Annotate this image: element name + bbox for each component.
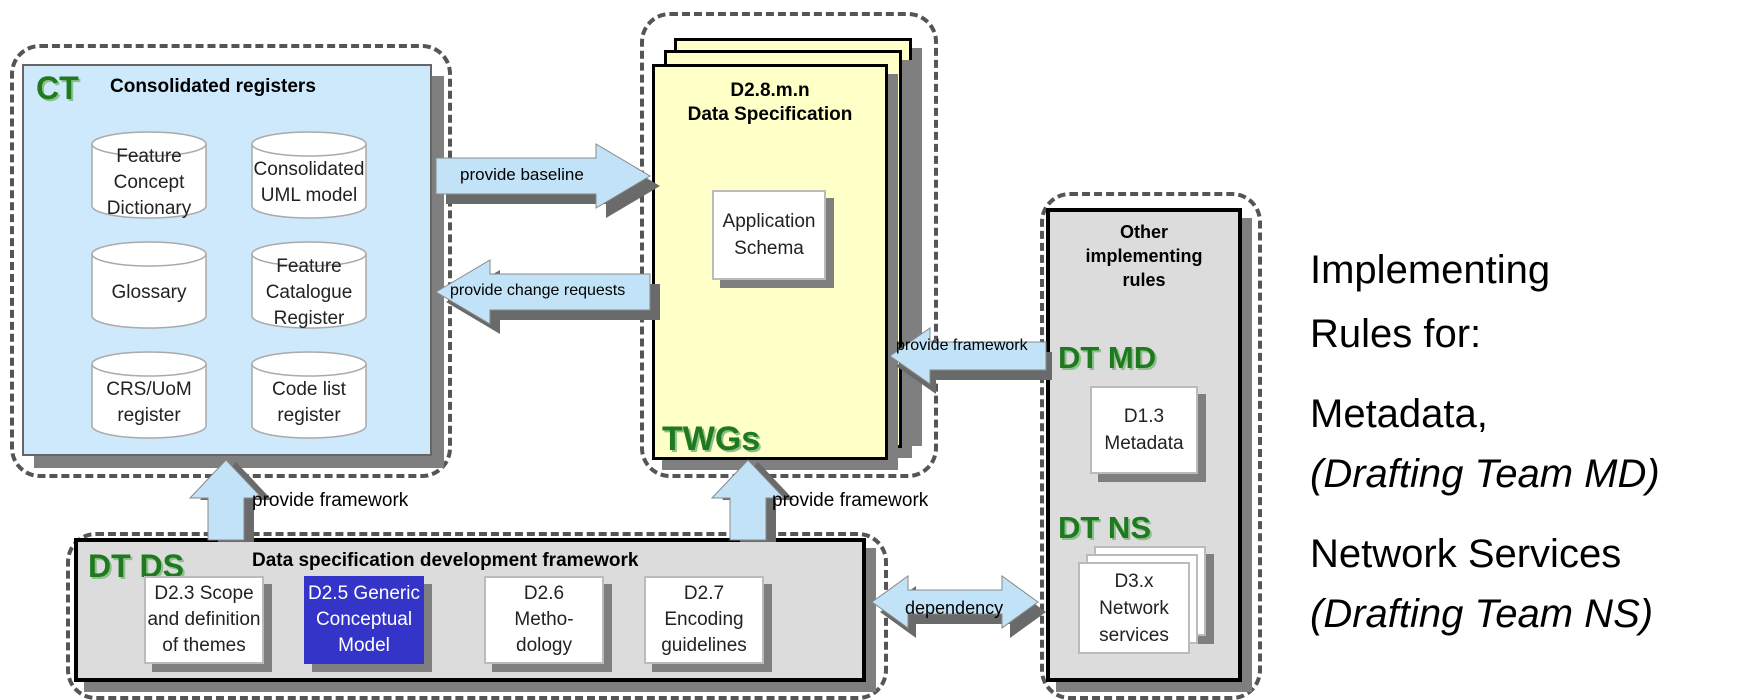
framework-doc-line: and definition <box>147 609 261 630</box>
dependency-label: dependency <box>905 598 1004 618</box>
provide-baseline-label: provide baseline <box>460 165 584 184</box>
register-label: CRS/UoM register <box>90 368 208 438</box>
side-line4: (Drafting Team MD) <box>1310 452 1660 496</box>
schema-line2: Schema <box>734 238 804 259</box>
register-label-line: UML model <box>260 185 358 206</box>
dt-md-tag: DT MD <box>1058 340 1157 375</box>
register-label-line: register <box>277 405 341 426</box>
provide-framework-ct-label: provide framework <box>252 490 409 511</box>
register-cylinder: Code list register <box>250 350 368 440</box>
dt-ns-tag: DT NS <box>1058 510 1151 545</box>
cylinder-shape <box>91 241 207 329</box>
side-line6: (Drafting Team NS) <box>1310 592 1654 636</box>
framework-doc-line: guidelines <box>661 635 747 656</box>
ns-doc-line1: D3.x <box>1114 570 1154 592</box>
provide-framework-md-arrow <box>889 327 1047 385</box>
provide-change-requests-label: provide change requests <box>450 282 626 299</box>
register-label: Glossary <box>90 258 208 328</box>
framework-doc-line: Model <box>338 635 390 656</box>
spec-title-line2: Data Specification <box>687 104 853 125</box>
cylinder-shape <box>251 131 367 219</box>
framework-doc-line: Metho- <box>514 609 574 630</box>
cylinder-shape <box>251 241 367 329</box>
ct-tag: CT <box>36 70 79 106</box>
network-services-doc: D3.x Network services <box>1078 562 1190 654</box>
provide-framework-twg-arrow <box>710 459 786 541</box>
register-label-line: Glossary <box>111 282 187 303</box>
framework-doc-line: Encoding <box>664 609 744 630</box>
cylinder-shape <box>91 351 207 439</box>
side-line3: Metadata, <box>1310 392 1488 436</box>
cylinder-shape <box>91 131 207 219</box>
schema-line1: Application <box>722 211 816 232</box>
side-line2: Rules for: <box>1310 312 1482 356</box>
spec-title-line1: D2.8.m.n <box>730 80 810 101</box>
dependency-arrow <box>871 575 1039 629</box>
ns-doc-line2: Network <box>1099 597 1169 619</box>
framework-doc-line: D2.5 Generic <box>308 583 420 604</box>
register-label-line: Code list <box>272 379 346 400</box>
register-label-line: Consolidated <box>253 159 365 180</box>
twgs-tag: TWGs <box>662 420 761 458</box>
twg-group-outline <box>640 12 938 478</box>
register-label-line: register <box>117 405 181 426</box>
framework-doc: D2.3 Scope and definition of themes <box>144 576 264 664</box>
framework-doc-line: D2.6 <box>523 583 565 604</box>
register-label: Code list register <box>250 368 368 438</box>
other-title-line1: Other <box>1119 222 1168 242</box>
framework-doc-line: D2.7 <box>683 583 725 604</box>
other-title-line3: rules <box>1122 270 1166 290</box>
provide-framework-md-label: provide framework <box>896 337 1028 354</box>
ds-title: Data specification development framework <box>252 550 639 571</box>
other-title-line2: implementing <box>1085 246 1203 266</box>
md-doc-line2: Metadata <box>1104 433 1184 454</box>
metadata-doc: D1.3 Metadata <box>1090 386 1198 474</box>
register-cylinder: CRS/UoM register <box>90 350 208 440</box>
framework-doc-line: D2.3 Scope <box>154 583 254 604</box>
register-label-line: Catalogue <box>265 282 353 303</box>
application-schema-doc: Application Schema <box>712 190 826 280</box>
register-label-line: Concept <box>113 172 185 193</box>
md-doc-line1: D1.3 <box>1123 406 1165 427</box>
ns-doc-line3: services <box>1099 624 1169 646</box>
register-label-line: CRS/UoM <box>106 379 192 400</box>
provide-framework-twg-label: provide framework <box>772 490 929 511</box>
register-cylinder: Glossary <box>90 240 208 330</box>
framework-doc-line: dology <box>516 635 572 656</box>
provide-framework-ct-arrow <box>188 459 264 541</box>
ct-title: Consolidated registers <box>110 76 316 97</box>
register-label-line: Feature <box>276 256 342 277</box>
provide-change-requests-arrow <box>435 259 651 325</box>
side-line5: Network Services <box>1310 532 1622 576</box>
framework-doc-line: of themes <box>162 635 246 656</box>
register-label-line: Feature <box>116 146 182 167</box>
side-line1: Implementing <box>1310 248 1551 292</box>
provide-baseline-arrow <box>435 143 651 209</box>
framework-doc-line: Conceptual <box>315 609 413 630</box>
cylinder-shape <box>251 351 367 439</box>
register-label-line: Dictionary <box>106 198 192 219</box>
register-label-line: Register <box>273 308 345 329</box>
